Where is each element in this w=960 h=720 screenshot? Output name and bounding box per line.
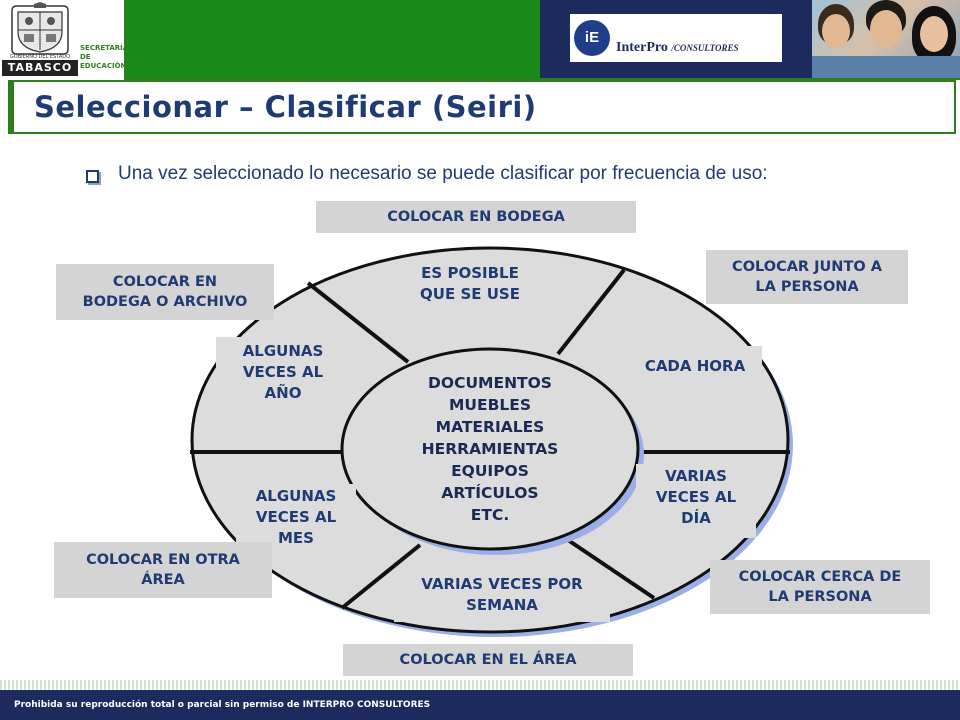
inner-ellipse bbox=[340, 347, 640, 551]
segment-lower-left-line-1: ALGUNAS bbox=[255, 487, 337, 505]
box-top-right-line-1: COLOCAR JUNTO A bbox=[732, 259, 882, 275]
center-item: EQUIPOS bbox=[451, 462, 529, 480]
state-government-label: GOBIERNO DEL ESTADO bbox=[9, 54, 71, 60]
box-colocar-en-bodega-o-archivo: COLOCAR EN BODEGA O ARCHIVO bbox=[56, 264, 274, 320]
header-green-panel bbox=[126, 0, 540, 78]
secretaria-line-2: DE bbox=[80, 53, 91, 61]
segment-upper-right: CADA HORA bbox=[628, 346, 762, 386]
interpro-suffix: /CONSULTORES bbox=[671, 43, 739, 53]
bullet-square-icon bbox=[86, 170, 99, 183]
center-item: ARTÍCULOS bbox=[441, 484, 539, 502]
segment-bottom: VARIAS VECES POR SEMANA bbox=[394, 570, 610, 622]
footer-copyright: Prohibida su reproducción total o parcia… bbox=[14, 700, 431, 710]
box-bottom-left-line-2: ÁREA bbox=[141, 572, 185, 588]
interpro-logo: iE InterPro /CONSULTORES bbox=[570, 14, 782, 62]
interpro-emblem-icon: iE bbox=[574, 20, 610, 56]
segment-bottom-line-2: SEMANA bbox=[466, 596, 538, 614]
header-people-photo bbox=[812, 0, 960, 78]
tabasco-logo: GOBIERNO DEL ESTADO TABASCO SECRETARÍA D… bbox=[0, 0, 128, 80]
segment-lower-left-line-3: MES bbox=[278, 529, 314, 547]
box-colocar-cerca-de-la-persona: COLOCAR CERCA DE LA PERSONA bbox=[710, 560, 930, 614]
segment-top-line-2: QUE SE USE bbox=[420, 285, 520, 303]
segment-top-line-1: ES POSIBLE bbox=[421, 264, 519, 282]
center-item: HERRAMIENTAS bbox=[421, 440, 559, 458]
box-top-left-line-1: COLOCAR EN bbox=[112, 274, 218, 290]
box-bottom-right-line-2: LA PERSONA bbox=[768, 589, 872, 605]
secretaria-line-3: EDUCACIÓN bbox=[80, 62, 127, 70]
box-bottom-right-line-1: COLOCAR CERCA DE bbox=[738, 569, 902, 585]
secretaria-label: SECRETARÍA DE EDUCACIÓN bbox=[80, 44, 128, 71]
segment-lower-right-line-3: DÍA bbox=[681, 509, 711, 527]
segment-lower-right: VARIAS VECES AL DÍA bbox=[636, 464, 756, 538]
segment-lower-right-line-1: VARIAS bbox=[665, 467, 727, 485]
box-colocar-en-otra-area: COLOCAR EN OTRA ÁREA bbox=[54, 542, 272, 598]
box-colocar-junto-a-la-persona: COLOCAR JUNTO A LA PERSONA bbox=[706, 250, 908, 304]
center-item: MUEBLES bbox=[448, 396, 532, 414]
title-bar bbox=[8, 80, 956, 134]
segment-top: ES POSIBLE QUE SE USE bbox=[390, 263, 550, 305]
interpro-name: InterPro bbox=[616, 40, 668, 55]
title-accent bbox=[8, 80, 14, 134]
segment-dividers bbox=[190, 268, 790, 610]
box-colocar-en-bodega: COLOCAR EN BODEGA bbox=[316, 201, 636, 233]
secretaria-line-1: SECRETARÍA bbox=[80, 44, 129, 52]
page-title: Seleccionar – Clasificar (Seiri) bbox=[34, 90, 537, 124]
tabasco-label: TABASCO bbox=[2, 60, 78, 76]
intro-text: Una vez seleccionado lo necesario se pue… bbox=[118, 163, 768, 184]
interpro-logo-text: InterPro /CONSULTORES bbox=[616, 40, 739, 56]
footer-divider bbox=[0, 680, 960, 690]
center-item: MATERIALES bbox=[435, 418, 545, 436]
footer-bar bbox=[0, 690, 960, 720]
center-items-list: DOCUMENTOS MUEBLES MATERIALES HERRAMIENT… bbox=[390, 372, 590, 526]
state-seal-icon bbox=[11, 2, 69, 55]
segment-lower-right-line-2: VECES AL bbox=[655, 488, 737, 506]
box-bottom-left-line-1: COLOCAR EN OTRA bbox=[86, 552, 240, 568]
center-item: DOCUMENTOS bbox=[428, 374, 552, 392]
center-item: ETC. bbox=[470, 506, 510, 524]
segment-lower-left-line-2: VECES AL bbox=[255, 508, 337, 526]
segment-upper-left: ALGUNAS VECES AL AÑO bbox=[216, 337, 350, 410]
box-top-right-line-2: LA PERSONA bbox=[755, 279, 859, 295]
box-colocar-en-el-area: COLOCAR EN EL ÁREA bbox=[343, 644, 633, 676]
segment-bottom-line-1: VARIAS VECES POR bbox=[421, 575, 583, 593]
segment-upper-left-line-3: AÑO bbox=[264, 384, 302, 402]
box-top-left-line-2: BODEGA O ARCHIVO bbox=[82, 294, 248, 310]
segment-upper-left-line-2: VECES AL bbox=[242, 363, 324, 381]
segment-upper-left-line-1: ALGUNAS bbox=[242, 342, 324, 360]
